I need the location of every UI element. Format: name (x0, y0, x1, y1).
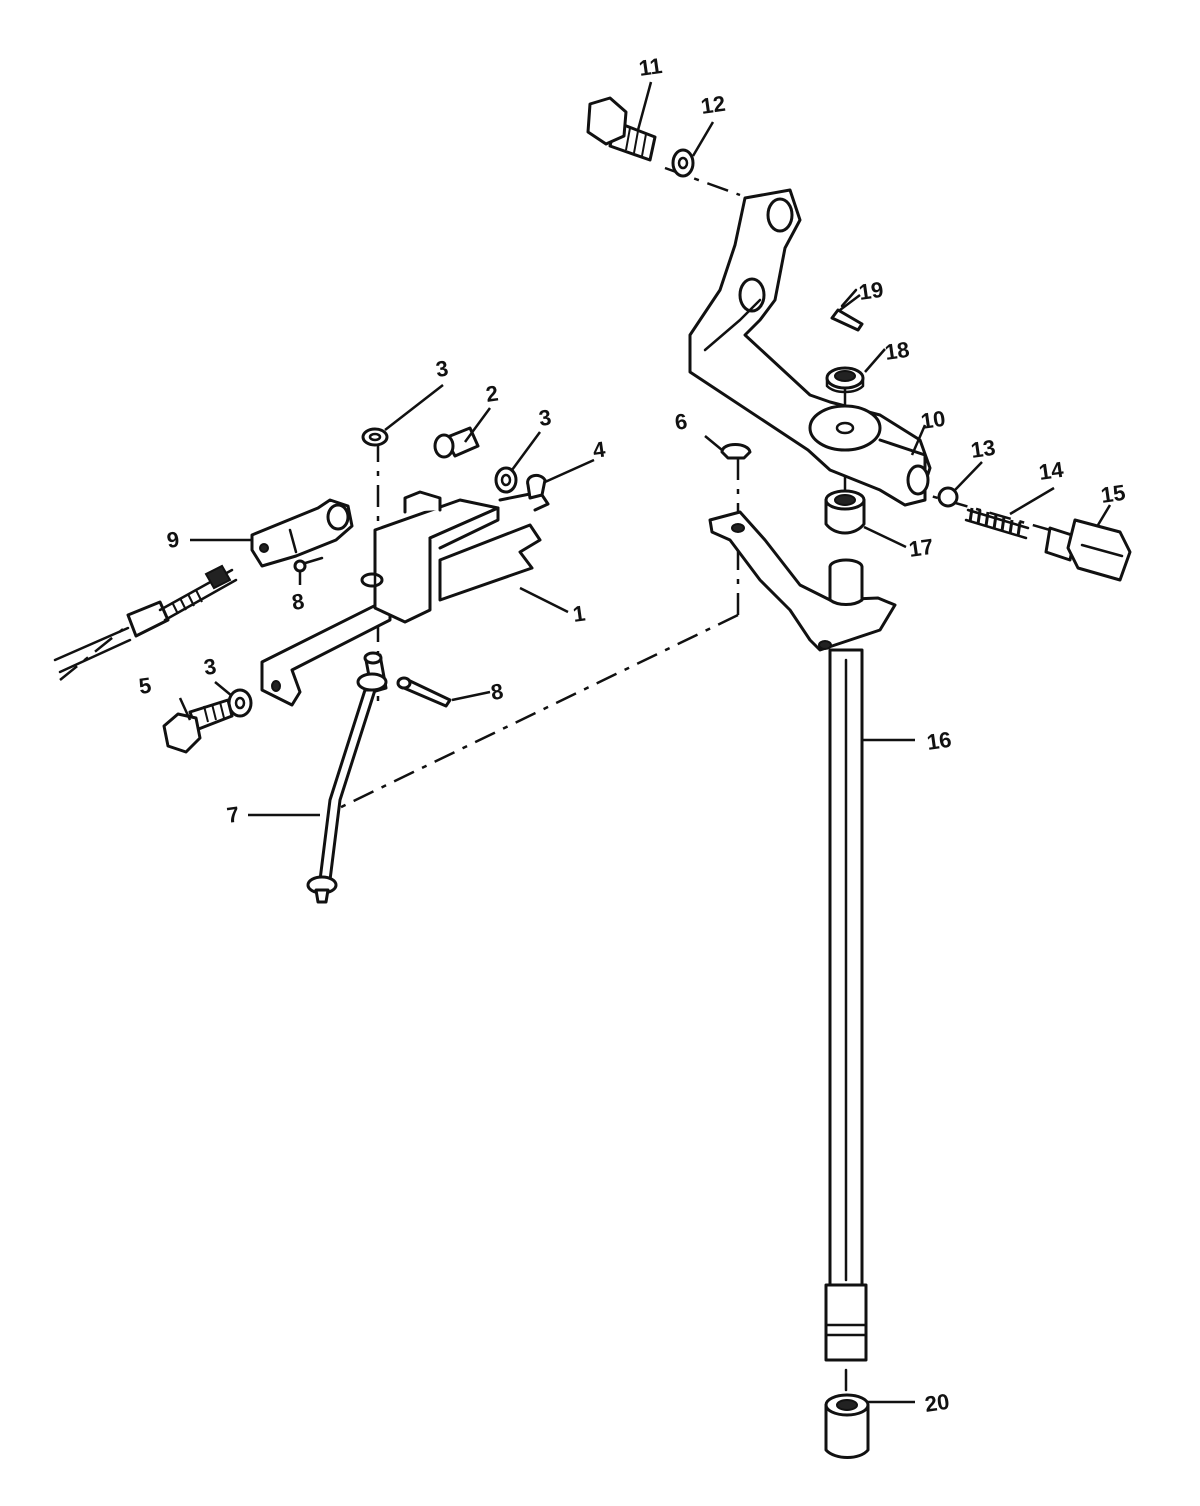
callout-8: 8 (290, 588, 306, 614)
callout-4: 4 (591, 436, 607, 463)
callout-17: 17 (907, 534, 935, 562)
callout-3: 3 (537, 404, 553, 430)
callout-7: 7 (225, 801, 241, 827)
callout-20: 20 (923, 1389, 951, 1417)
callout-13: 13 (969, 435, 997, 463)
bushing (824, 489, 866, 535)
callout-11: 11 (637, 53, 664, 81)
detent-spring (964, 507, 1030, 540)
throttle-cable (53, 564, 238, 674)
callout-8: 8 (489, 678, 505, 704)
shift-shaft (824, 558, 868, 1392)
callout-1: 1 (571, 600, 587, 626)
detent-ball (937, 486, 959, 508)
link-rod (306, 651, 388, 904)
shift-plate (708, 510, 897, 652)
e-clip (720, 443, 752, 460)
bolt (162, 698, 234, 754)
callout-12: 12 (699, 91, 727, 119)
cotter-pin (396, 676, 452, 708)
callout-9: 9 (165, 526, 181, 552)
washer (361, 427, 389, 447)
callout-labels: 1 2 3 3 3 4 5 6 7 8 8 9 10 11 12 13 14 1… (137, 53, 1127, 1417)
washer (671, 148, 695, 178)
leader-lines (178, 81, 1112, 1404)
shift-lever-arm (688, 188, 932, 507)
cotter-pin (830, 288, 864, 332)
e-clip (526, 473, 547, 500)
callout-3: 3 (202, 653, 218, 679)
callout-18: 18 (883, 337, 911, 365)
callout-19: 19 (857, 277, 885, 305)
callout-3: 3 (434, 355, 450, 381)
detent-plug (1044, 518, 1132, 582)
washer (494, 466, 518, 494)
washer (227, 688, 253, 718)
washer (825, 366, 865, 394)
callout-5: 5 (137, 672, 153, 698)
cable-end-link (250, 498, 354, 568)
shaft-bushing (824, 1393, 870, 1459)
callout-16: 16 (925, 727, 953, 755)
callout-6: 6 (673, 408, 689, 434)
callout-14: 14 (1037, 457, 1065, 485)
bolt (586, 96, 657, 162)
throttle-lever-bracket (260, 490, 550, 707)
callout-10: 10 (919, 406, 947, 434)
callout-15: 15 (1099, 480, 1127, 508)
cotter-pin (293, 556, 324, 573)
callout-2: 2 (484, 380, 500, 406)
